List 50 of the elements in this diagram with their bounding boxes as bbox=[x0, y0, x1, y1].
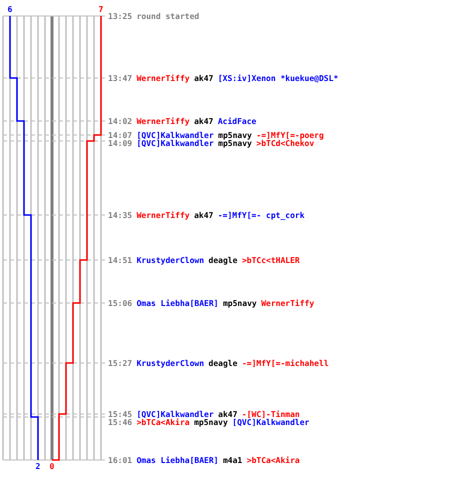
count-label: 6 bbox=[8, 5, 12, 14]
player-name: >bTCd<Chekov bbox=[256, 138, 314, 148]
player-name: -=]MfY[=-poerg bbox=[256, 130, 324, 140]
timestamp: 14:09 bbox=[108, 138, 132, 148]
timestamp: 16:01 bbox=[108, 456, 132, 464]
player-name: Omas Liebha[BAER] bbox=[136, 456, 218, 464]
weapon-name: mp5navy bbox=[194, 418, 228, 426]
weapon-name: ak47 bbox=[194, 116, 214, 126]
player-name: Omas Liebha[BAER] bbox=[136, 298, 218, 308]
player-name: -[WC]-Tinman bbox=[242, 410, 300, 418]
weapon-name: ak47 bbox=[218, 410, 238, 418]
count-label: 0 bbox=[50, 462, 54, 471]
weapon-name: mp5navy bbox=[222, 298, 257, 308]
status-text: round started bbox=[136, 12, 200, 20]
player-name: -=]MfY[=-michahell bbox=[242, 358, 329, 368]
player-name: >bTCa<Akira bbox=[246, 456, 300, 464]
weapon-name: deagle bbox=[208, 256, 238, 264]
timestamp: 14:02 bbox=[108, 116, 132, 126]
player-name: >bTCa<Akira bbox=[136, 418, 190, 426]
weapon-name: m4a1 bbox=[222, 456, 242, 464]
player-name: WernerTiffy bbox=[136, 210, 190, 220]
player-name: [XS:iv]Xenon *kuekue@DSL* bbox=[218, 74, 338, 82]
timestamp: 15:27 bbox=[108, 358, 132, 368]
timestamp: 14:51 bbox=[108, 256, 132, 264]
player-name: [QVC]Kalkwandler bbox=[136, 130, 214, 140]
timestamp: 15:46 bbox=[108, 418, 132, 426]
count-label: 7 bbox=[98, 5, 104, 14]
timestamp: 15:06 bbox=[108, 298, 132, 308]
player-name: WernerTiffy bbox=[136, 74, 190, 82]
player-name: KrustyderClown bbox=[136, 358, 204, 368]
player-name: [QVC]Kalkwandler bbox=[232, 418, 310, 426]
player-name: [QVC]Kalkwandler bbox=[136, 138, 214, 148]
timestamp: 13:47 bbox=[108, 74, 132, 82]
count-label: 2 bbox=[36, 462, 40, 471]
weapon-name: mp5navy bbox=[218, 130, 252, 140]
weapon-name: mp5navy bbox=[218, 138, 252, 148]
player-name: -=]MfY[=- cpt_cork bbox=[218, 210, 305, 220]
player-name: AcidFace bbox=[218, 116, 256, 126]
timestamp: 15:45 bbox=[108, 410, 132, 418]
player-name: WernerTiffy bbox=[136, 116, 190, 126]
timestamp: 14:07 bbox=[108, 130, 132, 140]
timestamp: 14:35 bbox=[108, 210, 132, 220]
weapon-name: deagle bbox=[208, 358, 238, 368]
weapon-name: ak47 bbox=[194, 74, 214, 82]
timestamp: 13:25 bbox=[108, 12, 132, 20]
player-name: [QVC]Kalkwandler bbox=[136, 410, 214, 418]
weapon-name: ak47 bbox=[194, 210, 214, 220]
player-name: WernerTiffy bbox=[261, 298, 314, 308]
player-name: >bTCc<tHALER bbox=[242, 256, 300, 264]
player-name: KrustyderClown bbox=[136, 256, 204, 264]
